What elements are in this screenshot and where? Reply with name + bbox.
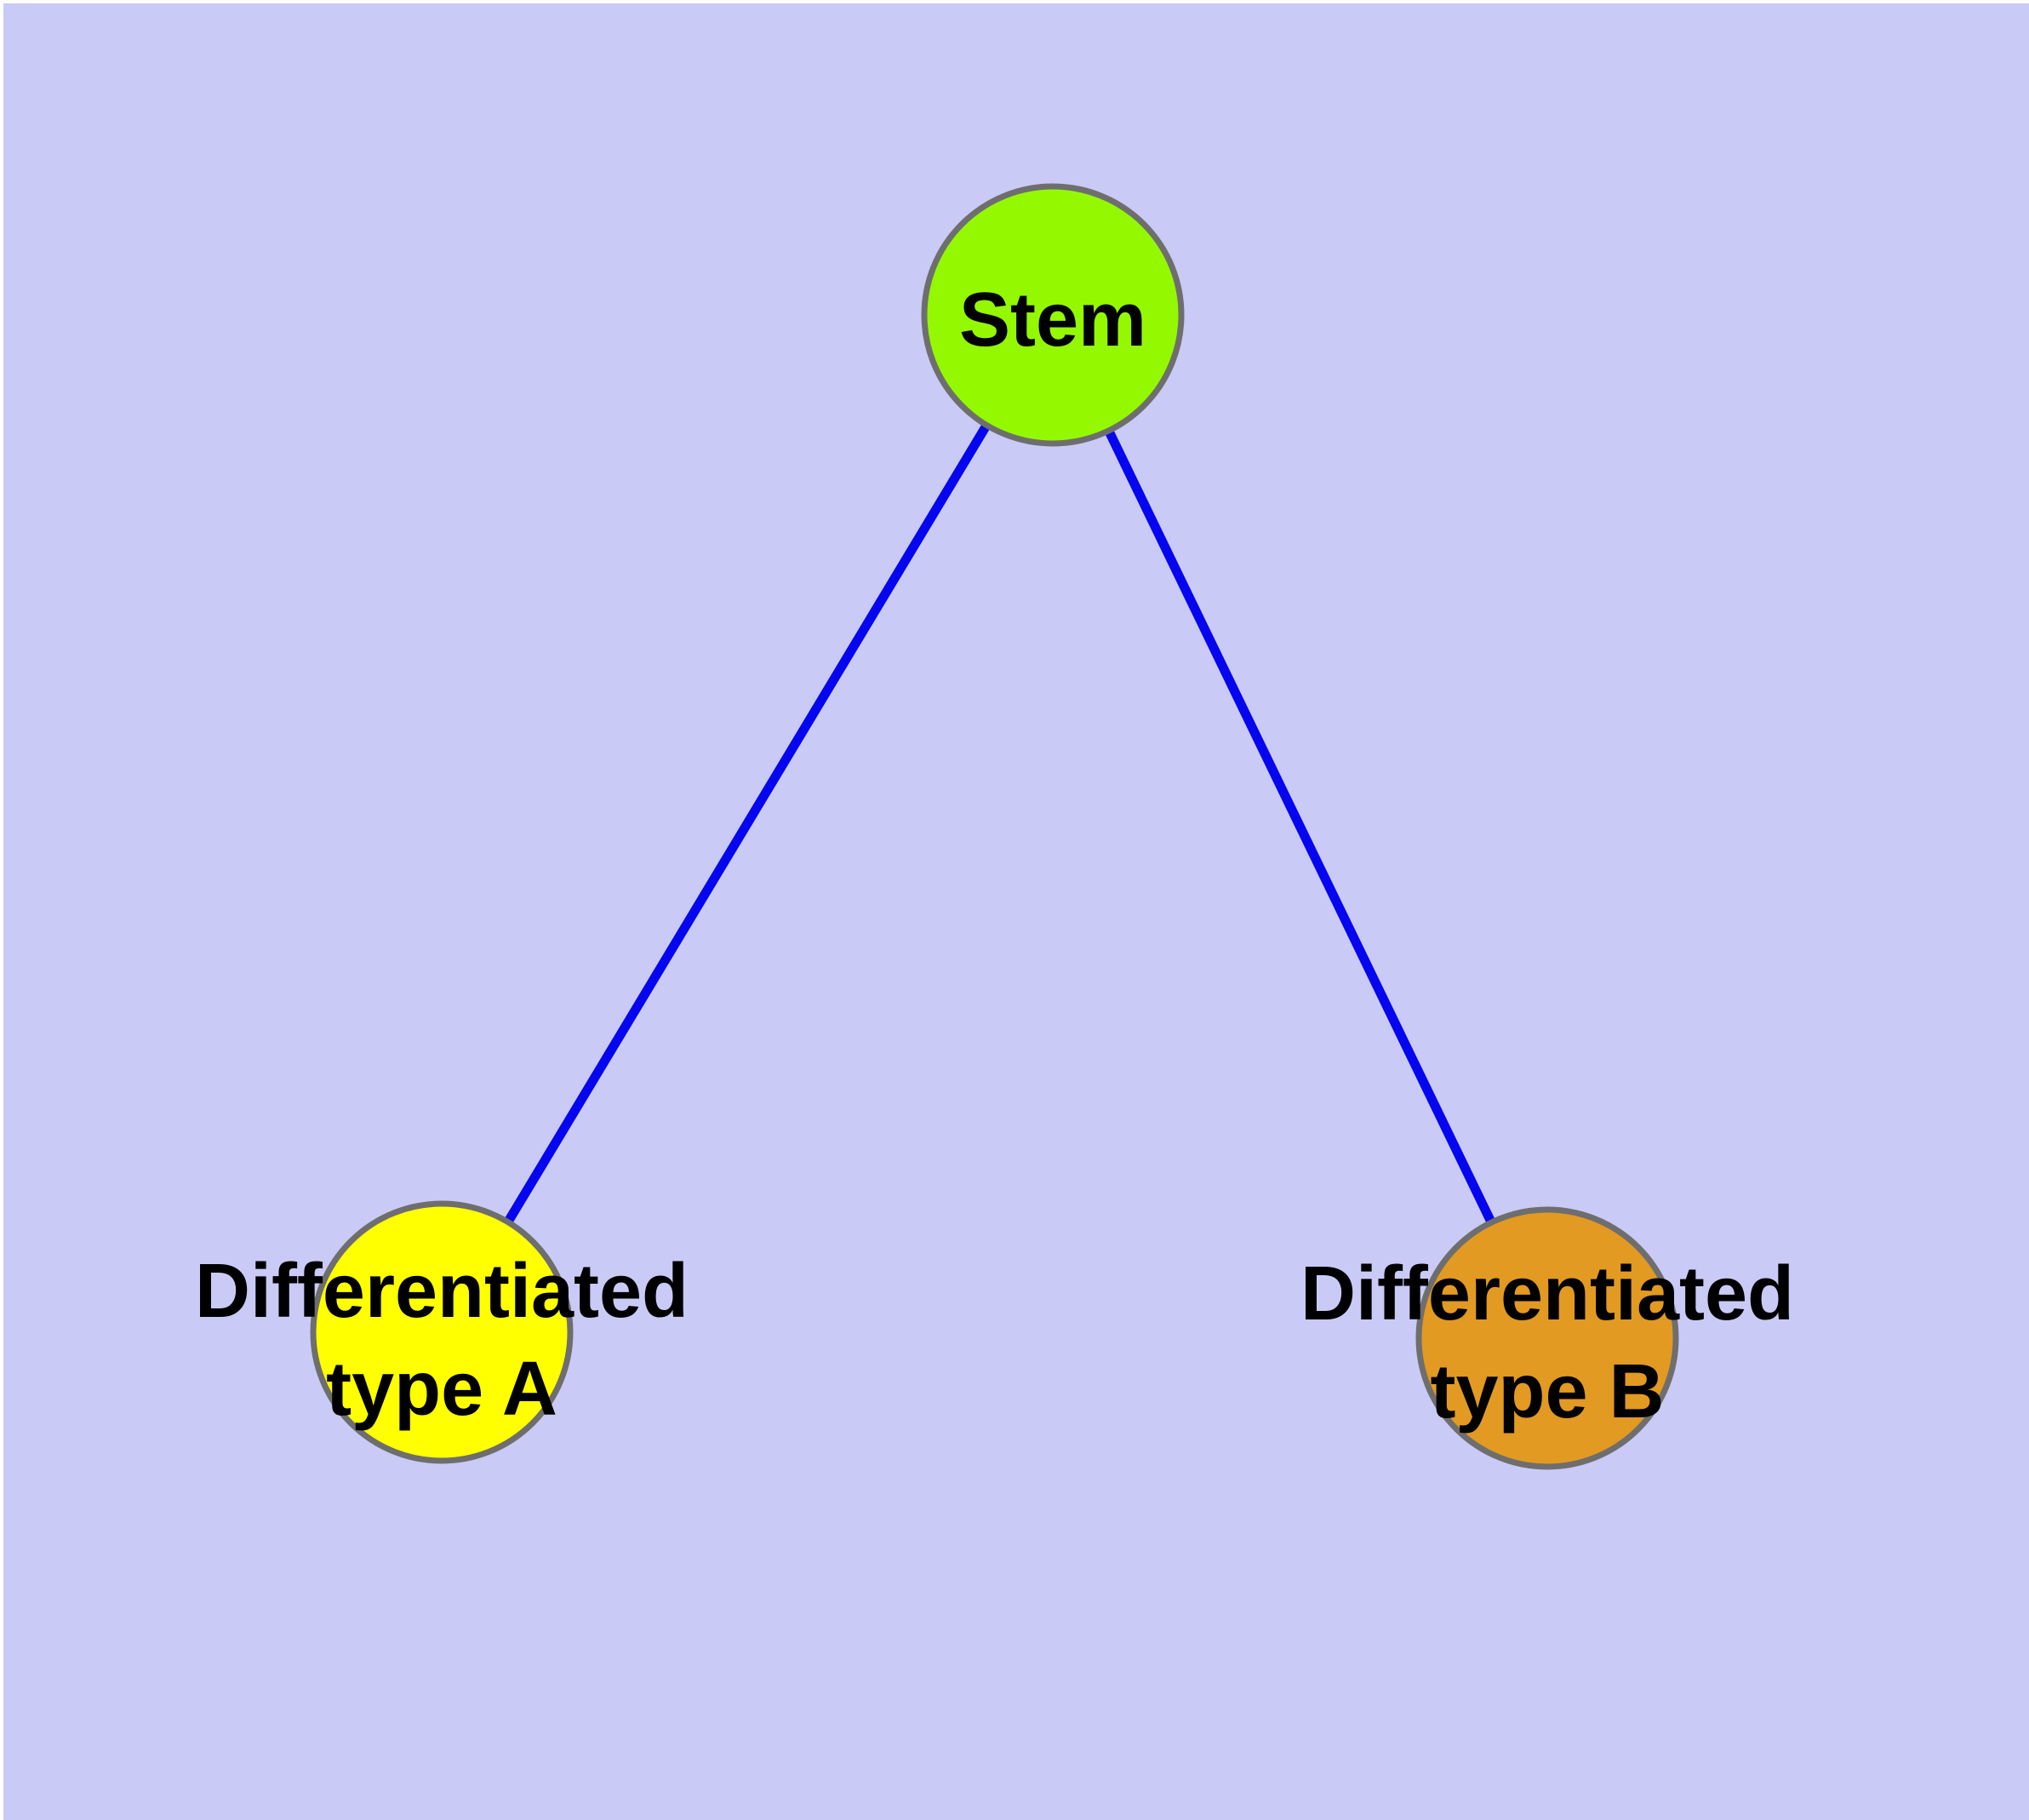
stem-node-label: Stem [959,278,1146,363]
type-a-node [310,1200,574,1464]
type-a-node-label-line1: Differentiated [195,1249,689,1334]
type-b-node-label-line2: type B [1430,1349,1664,1434]
type-b-node-label-line1: Differentiated [1300,1251,1794,1336]
edge-stem-to-type-a [437,312,1057,1335]
stem-node [921,183,1185,447]
type-b-node [1415,1206,1679,1470]
edge-stem-to-type-b [1049,312,1552,1341]
type-a-node-label-line2: type A [326,1347,557,1432]
